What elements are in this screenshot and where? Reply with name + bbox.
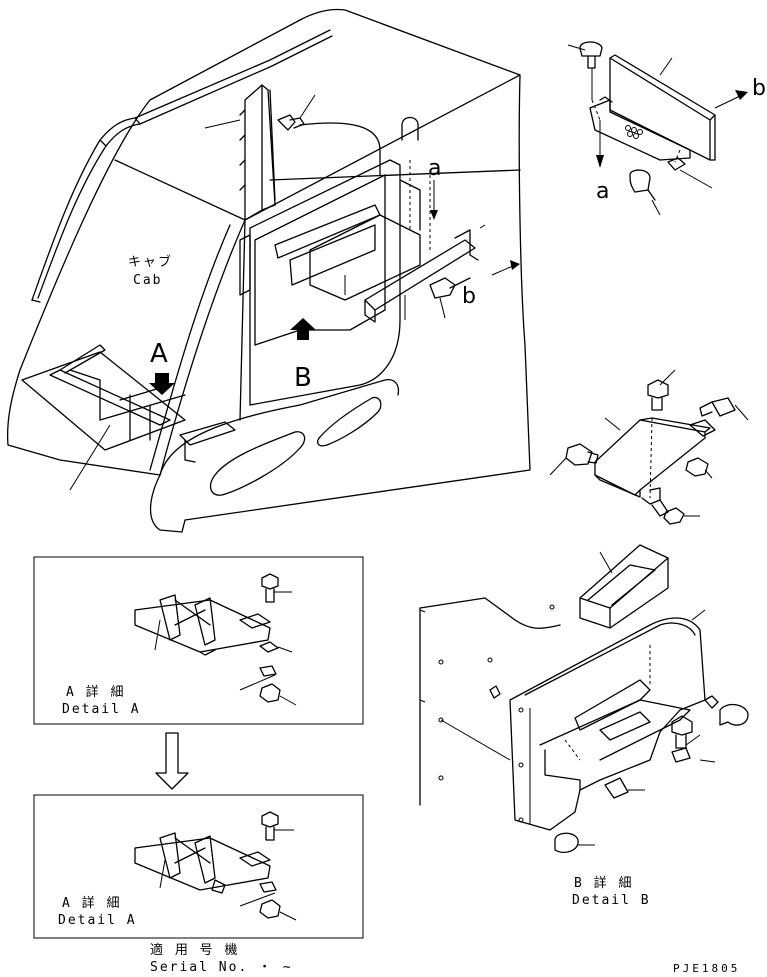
cab-label-en: Cab (133, 273, 163, 288)
drawing-code: PJE1805 (673, 962, 741, 975)
arrow-b-label: b (462, 284, 476, 309)
serial-label-en: Serial No. ・ ~ (150, 960, 293, 975)
detail-b-title-jp: B 詳 細 (574, 876, 634, 891)
down-arrow-icon (155, 732, 189, 790)
detail-b-drawing (419, 544, 749, 854)
bracket-cover-assembly (549, 369, 749, 525)
cover-plate-assembly (567, 41, 748, 216)
view-b-label: B (294, 363, 312, 393)
detail-a-box (33, 556, 364, 725)
cab-label-jp: キャブ (128, 255, 174, 270)
detail-b-title-en: Detail B (572, 893, 651, 908)
detail-a2-title-en: Detail A (58, 913, 137, 928)
detail-a2-title-jp: A 詳 細 (62, 896, 122, 911)
arrow-a-label: a (428, 156, 442, 181)
serial-label-jp: 適 用 号 機 (150, 943, 240, 958)
cab-drawing (6, 8, 531, 533)
arrow-a-label-2: a (596, 179, 610, 204)
view-a-label: A (150, 339, 168, 369)
detail-a-title-jp: A 詳 細 (66, 685, 126, 700)
detail-a-serial-box (33, 794, 364, 939)
arrow-b-label-2: b (752, 76, 766, 101)
detail-a-title-en: Detail A (62, 702, 141, 717)
